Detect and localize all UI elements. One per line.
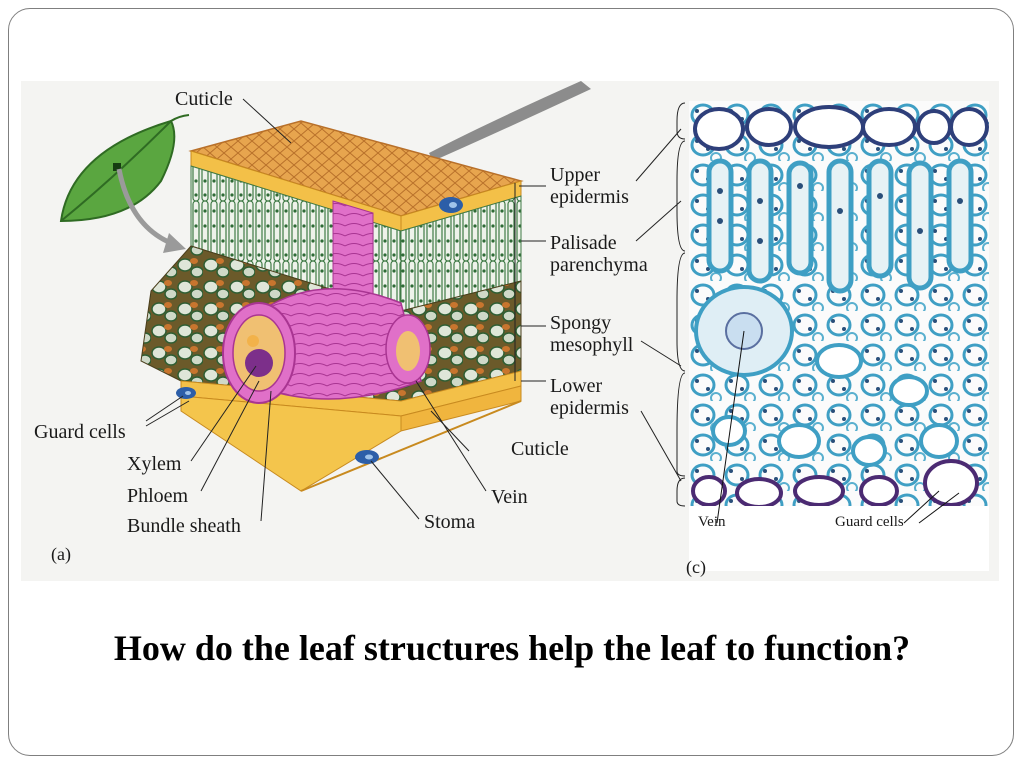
label-xylem: Xylem <box>127 453 182 475</box>
label-cuticle-bottom: Cuticle <box>511 438 569 460</box>
label-leader-lines <box>145 98 546 522</box>
slide-frame <box>8 8 1014 756</box>
micrograph-leader-lines <box>635 102 686 507</box>
label-phloem: Phloem <box>127 485 189 507</box>
leaf-block <box>140 120 524 492</box>
label-vein: Vein <box>491 486 528 508</box>
label-upper-epidermis: Upper epidermis <box>550 164 629 208</box>
label-spongy-mesophyll: Spongy mesophyll <box>550 312 634 356</box>
leaf-micrograph <box>689 101 989 571</box>
label-lower-epidermis: Lower epidermis <box>550 375 629 419</box>
label-micro-guard-cells: Guard cells <box>835 514 904 530</box>
slide-question: How do the leaf structures help the leaf… <box>113 628 911 668</box>
label-guard-cells: Guard cells <box>34 421 126 443</box>
label-stoma: Stoma <box>424 511 476 533</box>
label-cuticle-top: Cuticle <box>175 88 233 110</box>
label-bundle-sheath: Bundle sheath <box>127 515 241 537</box>
panel-a-tag: (a) <box>51 544 71 564</box>
panel-c-tag: (c) <box>686 557 706 577</box>
pointer-arrow <box>429 81 591 161</box>
leaf-diagram-illustration <box>59 81 686 522</box>
label-micro-vein: Vein <box>698 514 726 530</box>
label-palisade-parenchyma: Palisade parenchyma <box>550 232 648 276</box>
leaf-cross-section-figure: Cuticle Upper epidermis Palisade parench… <box>21 81 999 581</box>
leaf-icon <box>59 114 190 223</box>
